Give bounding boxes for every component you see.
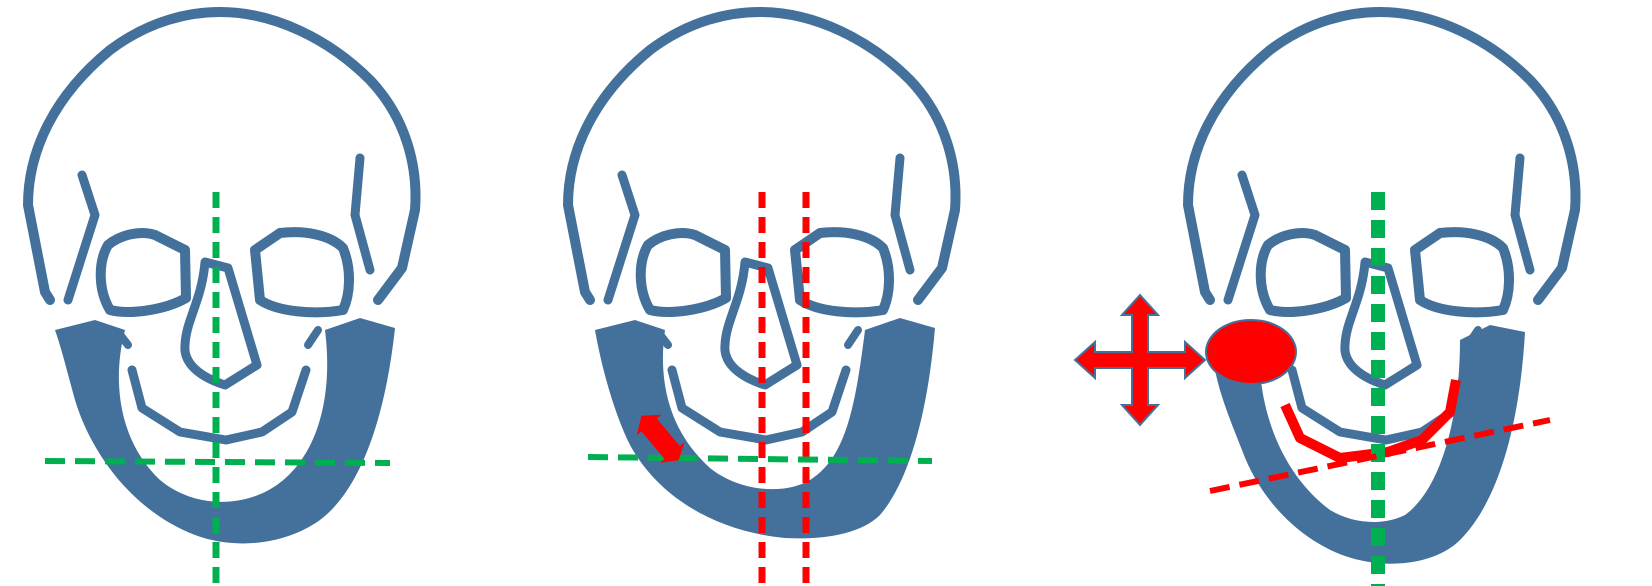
four-way-arrow-icon (1075, 295, 1205, 425)
mandible (55, 318, 395, 543)
condyle-mass-ellipse (1206, 320, 1296, 384)
panel-mandible-shift (568, 12, 955, 586)
panel-normal (28, 12, 415, 586)
panel-condyle-lesion (1188, 12, 1575, 586)
